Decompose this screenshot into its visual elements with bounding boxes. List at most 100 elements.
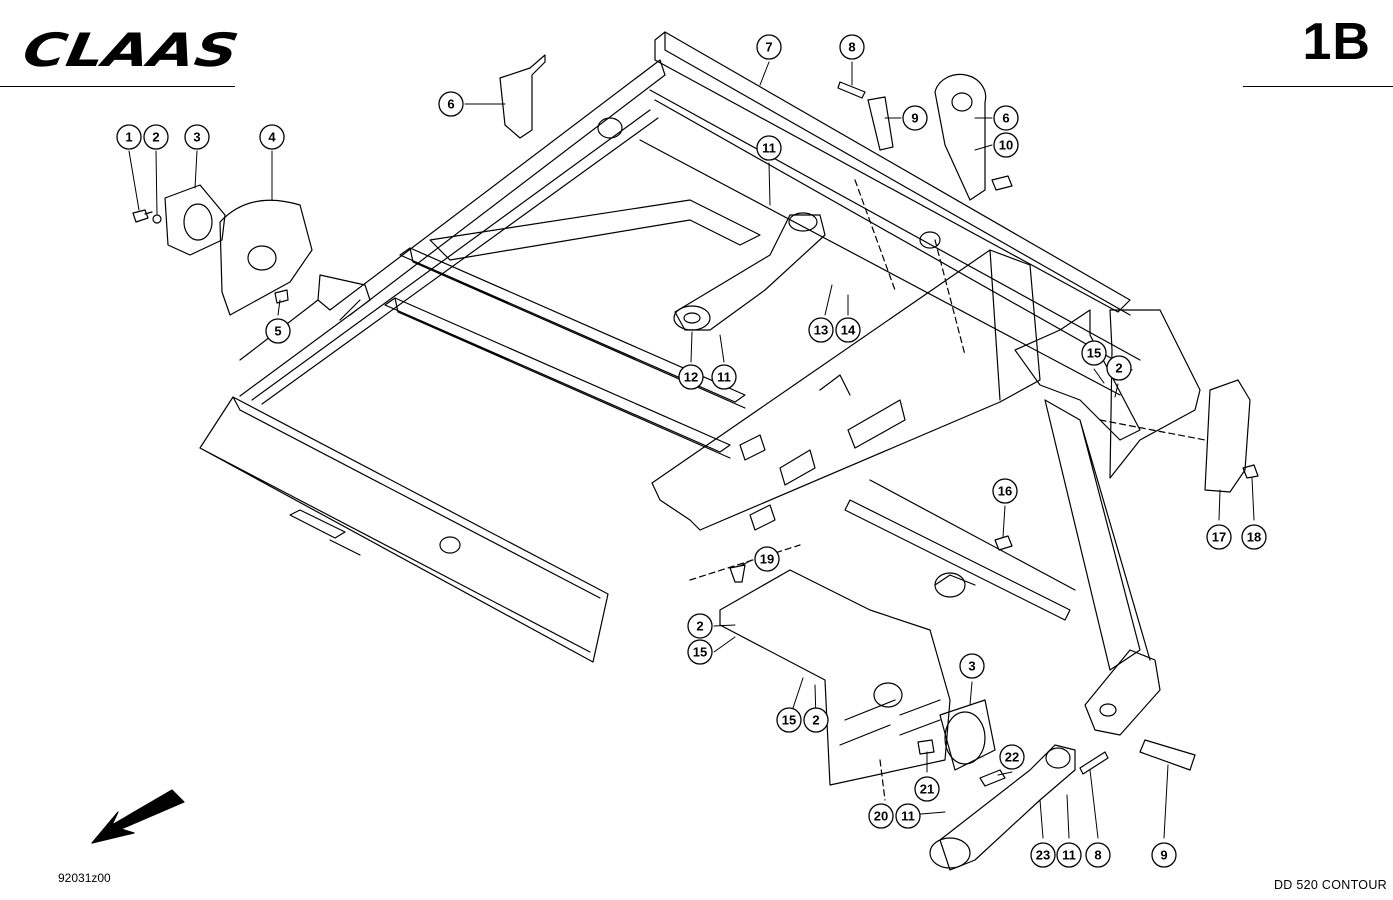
callout-3[interactable]: 3 [184,124,210,150]
front-channel [200,397,608,662]
callout-label: 18 [1247,530,1261,545]
washer-2a [153,215,161,223]
callout-5[interactable]: 5 [265,318,291,344]
callout-8[interactable]: 8 [839,34,865,60]
callout-2[interactable]: 2 [143,124,169,150]
callout-label: 4 [268,130,276,145]
callout-23[interactable]: 23 [1030,842,1056,868]
bolt-16 [995,536,1012,550]
pin-9b [1140,740,1195,770]
callout-label: 11 [762,141,776,156]
vertical-strut [1045,400,1150,670]
pin-8b [1080,752,1108,774]
arrow-down-left-icon [92,790,184,843]
callout-6[interactable]: 6 [993,105,1019,131]
callout-label: 2 [1115,361,1122,376]
lower-stub [935,573,975,597]
callout-label: 9 [1160,848,1167,863]
callout-12[interactable]: 12 [678,364,704,390]
callout-label: 23 [1036,848,1050,863]
callout-11[interactable]: 11 [711,364,737,390]
bolt-19 [730,565,745,582]
header-rule-left [0,86,235,87]
dashed-lower [690,545,885,800]
bolt-10 [992,176,1012,190]
rear-beam-face [640,90,1140,395]
callout-label: 8 [1094,848,1101,863]
callout-2[interactable]: 2 [1106,355,1132,381]
callout-label: 7 [765,40,772,55]
right-bracket [1015,310,1140,440]
bolt-18 [1243,465,1258,478]
inner-cross-member [430,200,760,260]
callout-label: 2 [696,619,703,634]
callout-label: 16 [998,484,1012,499]
callout-label: 3 [193,130,200,145]
mount-plate-20 [720,570,950,785]
callout-label: 15 [693,645,707,660]
bearing-flange-3b [940,700,995,770]
plate-6a [500,55,545,138]
callout-label: 8 [848,40,855,55]
callout-9[interactable]: 9 [1151,842,1177,868]
cross-tube-2 [400,248,745,408]
callout-15[interactable]: 15 [776,707,802,733]
callout-label: 20 [874,809,888,824]
callout-10[interactable]: 10 [993,132,1019,158]
page-code: 1B [1302,13,1371,71]
callout-label: 14 [841,323,856,338]
callout-14[interactable]: 14 [835,317,861,343]
callout-16[interactable]: 16 [992,478,1018,504]
callout-leaders [129,62,1254,838]
right-end-plate [1110,310,1200,478]
callout-11[interactable]: 11 [895,803,921,829]
callout-3[interactable]: 3 [959,653,985,679]
pin-9a [868,97,893,150]
callout-4[interactable]: 4 [259,124,285,150]
callout-21[interactable]: 21 [914,776,940,802]
right-inclined-member [652,250,1040,530]
callout-label: 1 [125,130,132,145]
right-parts [995,380,1258,550]
callout-2[interactable]: 2 [687,613,713,639]
callout-17[interactable]: 17 [1206,524,1232,550]
guard-17 [1205,380,1250,492]
callout-label: 6 [1002,111,1009,126]
callout-19[interactable]: 19 [754,546,780,572]
callout-20[interactable]: 20 [868,803,894,829]
cross-tube-1 [385,298,730,458]
left-rail-inner [252,110,658,404]
callout-15[interactable]: 15 [687,639,713,665]
callout-6[interactable]: 6 [438,91,464,117]
callout-label: 2 [812,713,819,728]
rear-beam [655,32,1130,315]
callout-11[interactable]: 11 [756,135,782,161]
callout-18[interactable]: 18 [1241,524,1267,550]
callout-label: 9 [911,111,918,126]
callout-label: 19 [760,552,774,567]
callout-11[interactable]: 11 [1056,842,1082,868]
callout-8[interactable]: 8 [1085,842,1111,868]
header-rule-right [1243,86,1393,87]
callout-label: 11 [1062,848,1076,863]
callout-2[interactable]: 2 [803,707,829,733]
callout-13[interactable]: 13 [808,317,834,343]
model-name: DD 520 CONTOUR [1273,878,1387,892]
brand-wordmark: CLAAS [20,26,240,72]
callout-1[interactable]: 1 [116,124,142,150]
callout-7[interactable]: 7 [756,34,782,60]
plate-6b [935,74,986,200]
drawing-number: 92031z00 [58,871,111,885]
lower-parts [690,545,1195,870]
callout-label: 3 [968,659,975,674]
brand-logo: CLAAS [20,26,240,72]
bolt-1 [133,210,152,222]
callout-label: 11 [901,809,915,824]
callout-label: 17 [1212,530,1226,545]
callout-9[interactable]: 9 [902,105,928,131]
callout-label: 22 [1005,750,1019,765]
callout-22[interactable]: 22 [999,744,1025,770]
pivot-bracket [1085,650,1160,735]
callout-15[interactable]: 15 [1081,340,1107,366]
